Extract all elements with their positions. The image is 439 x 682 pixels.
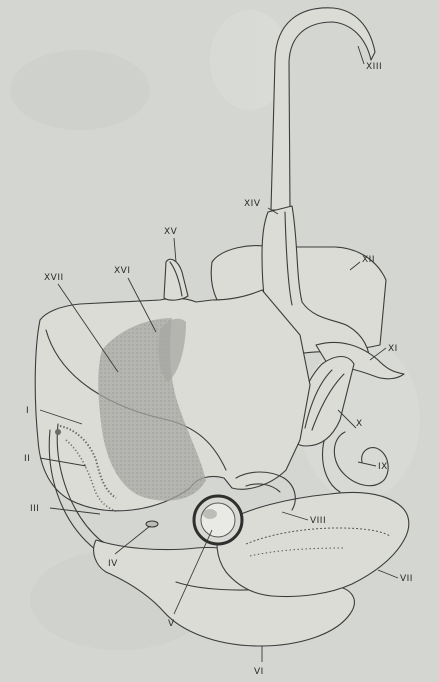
label-iii: III <box>30 504 39 514</box>
label-viii: VIII <box>310 516 326 526</box>
sickle-vii <box>217 492 409 596</box>
label-v: V <box>168 619 175 629</box>
label-xvi: XVI <box>114 266 130 276</box>
label-xv: XV <box>164 227 178 237</box>
label-ix: IX <box>378 462 388 472</box>
label-vii: VII <box>400 574 413 584</box>
label-xiii: XIII <box>366 62 382 72</box>
label-vi: VI <box>254 667 264 677</box>
label-xi: XI <box>388 344 398 354</box>
label-xii: XII <box>362 255 375 265</box>
hole-iv <box>146 521 158 527</box>
label-iv: IV <box>108 559 118 569</box>
rim-dot <box>55 429 61 435</box>
hooked-process-xiii <box>271 8 375 210</box>
label-xiv: XIV <box>244 199 261 209</box>
label-ii: II <box>24 454 30 464</box>
label-x: X <box>356 419 363 429</box>
label-xvii: XVII <box>44 273 64 283</box>
label-i: I <box>26 406 29 416</box>
ring-v <box>194 496 242 544</box>
notch-xv <box>164 259 188 300</box>
